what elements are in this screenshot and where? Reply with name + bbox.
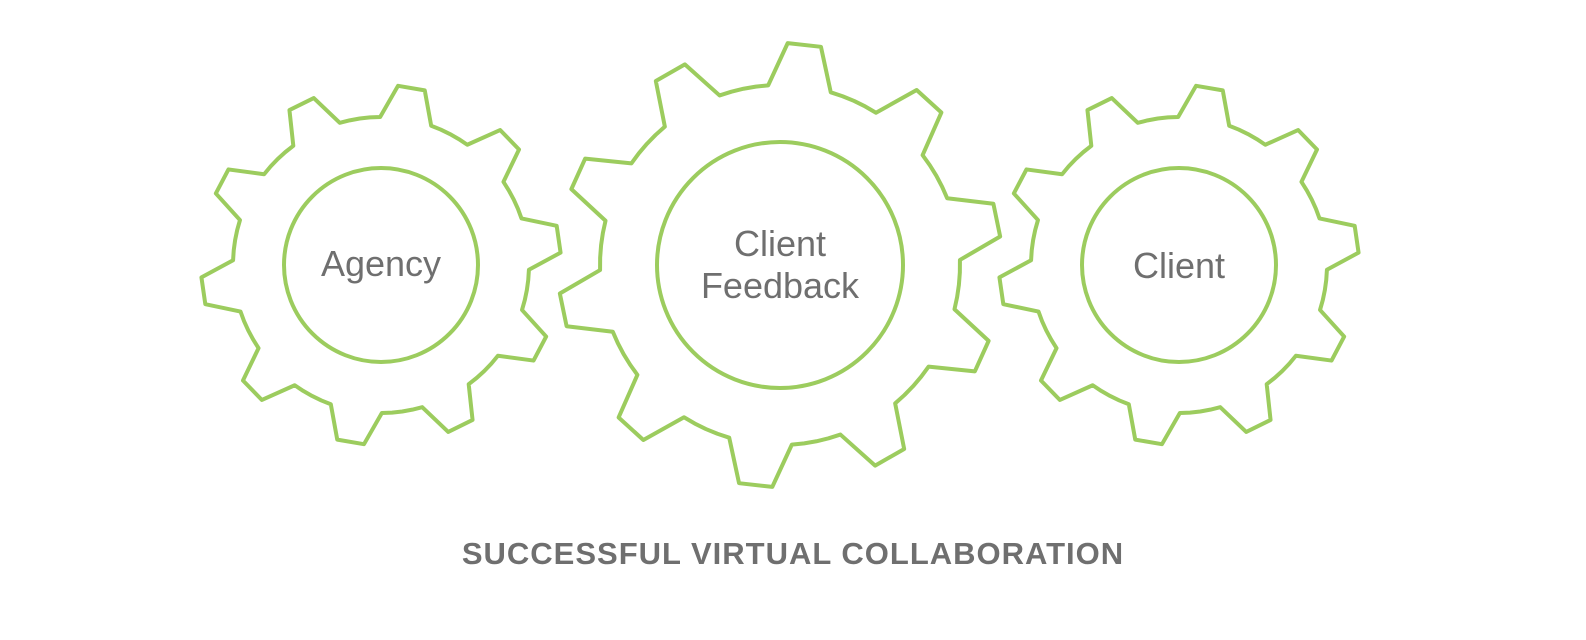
gear-label-agency: Agency [321, 243, 441, 285]
gear-outline [997, 83, 1361, 447]
gear-outline [199, 83, 563, 447]
gear-label-line: Feedback [700, 265, 860, 306]
gear-icon-agency [199, 83, 563, 447]
gear-label-line: Client [1132, 245, 1226, 286]
gear-icon-client-feedback [557, 41, 1003, 489]
gear-label-line: Client [733, 223, 827, 264]
gear-hub-circle [1080, 166, 1278, 364]
gear-hub-circle [282, 166, 480, 364]
gear-label-client-feedback: Client Feedback [701, 223, 859, 307]
gear-label-line: Agency [320, 243, 442, 284]
gear-icon-client [997, 83, 1361, 447]
gear-label-client: Client [1133, 245, 1225, 287]
gear-outline [557, 41, 1003, 489]
gear-hub-circle [655, 140, 905, 390]
diagram-caption: SUCCESSFUL VIRTUAL COLLABORATION [461, 536, 1125, 571]
